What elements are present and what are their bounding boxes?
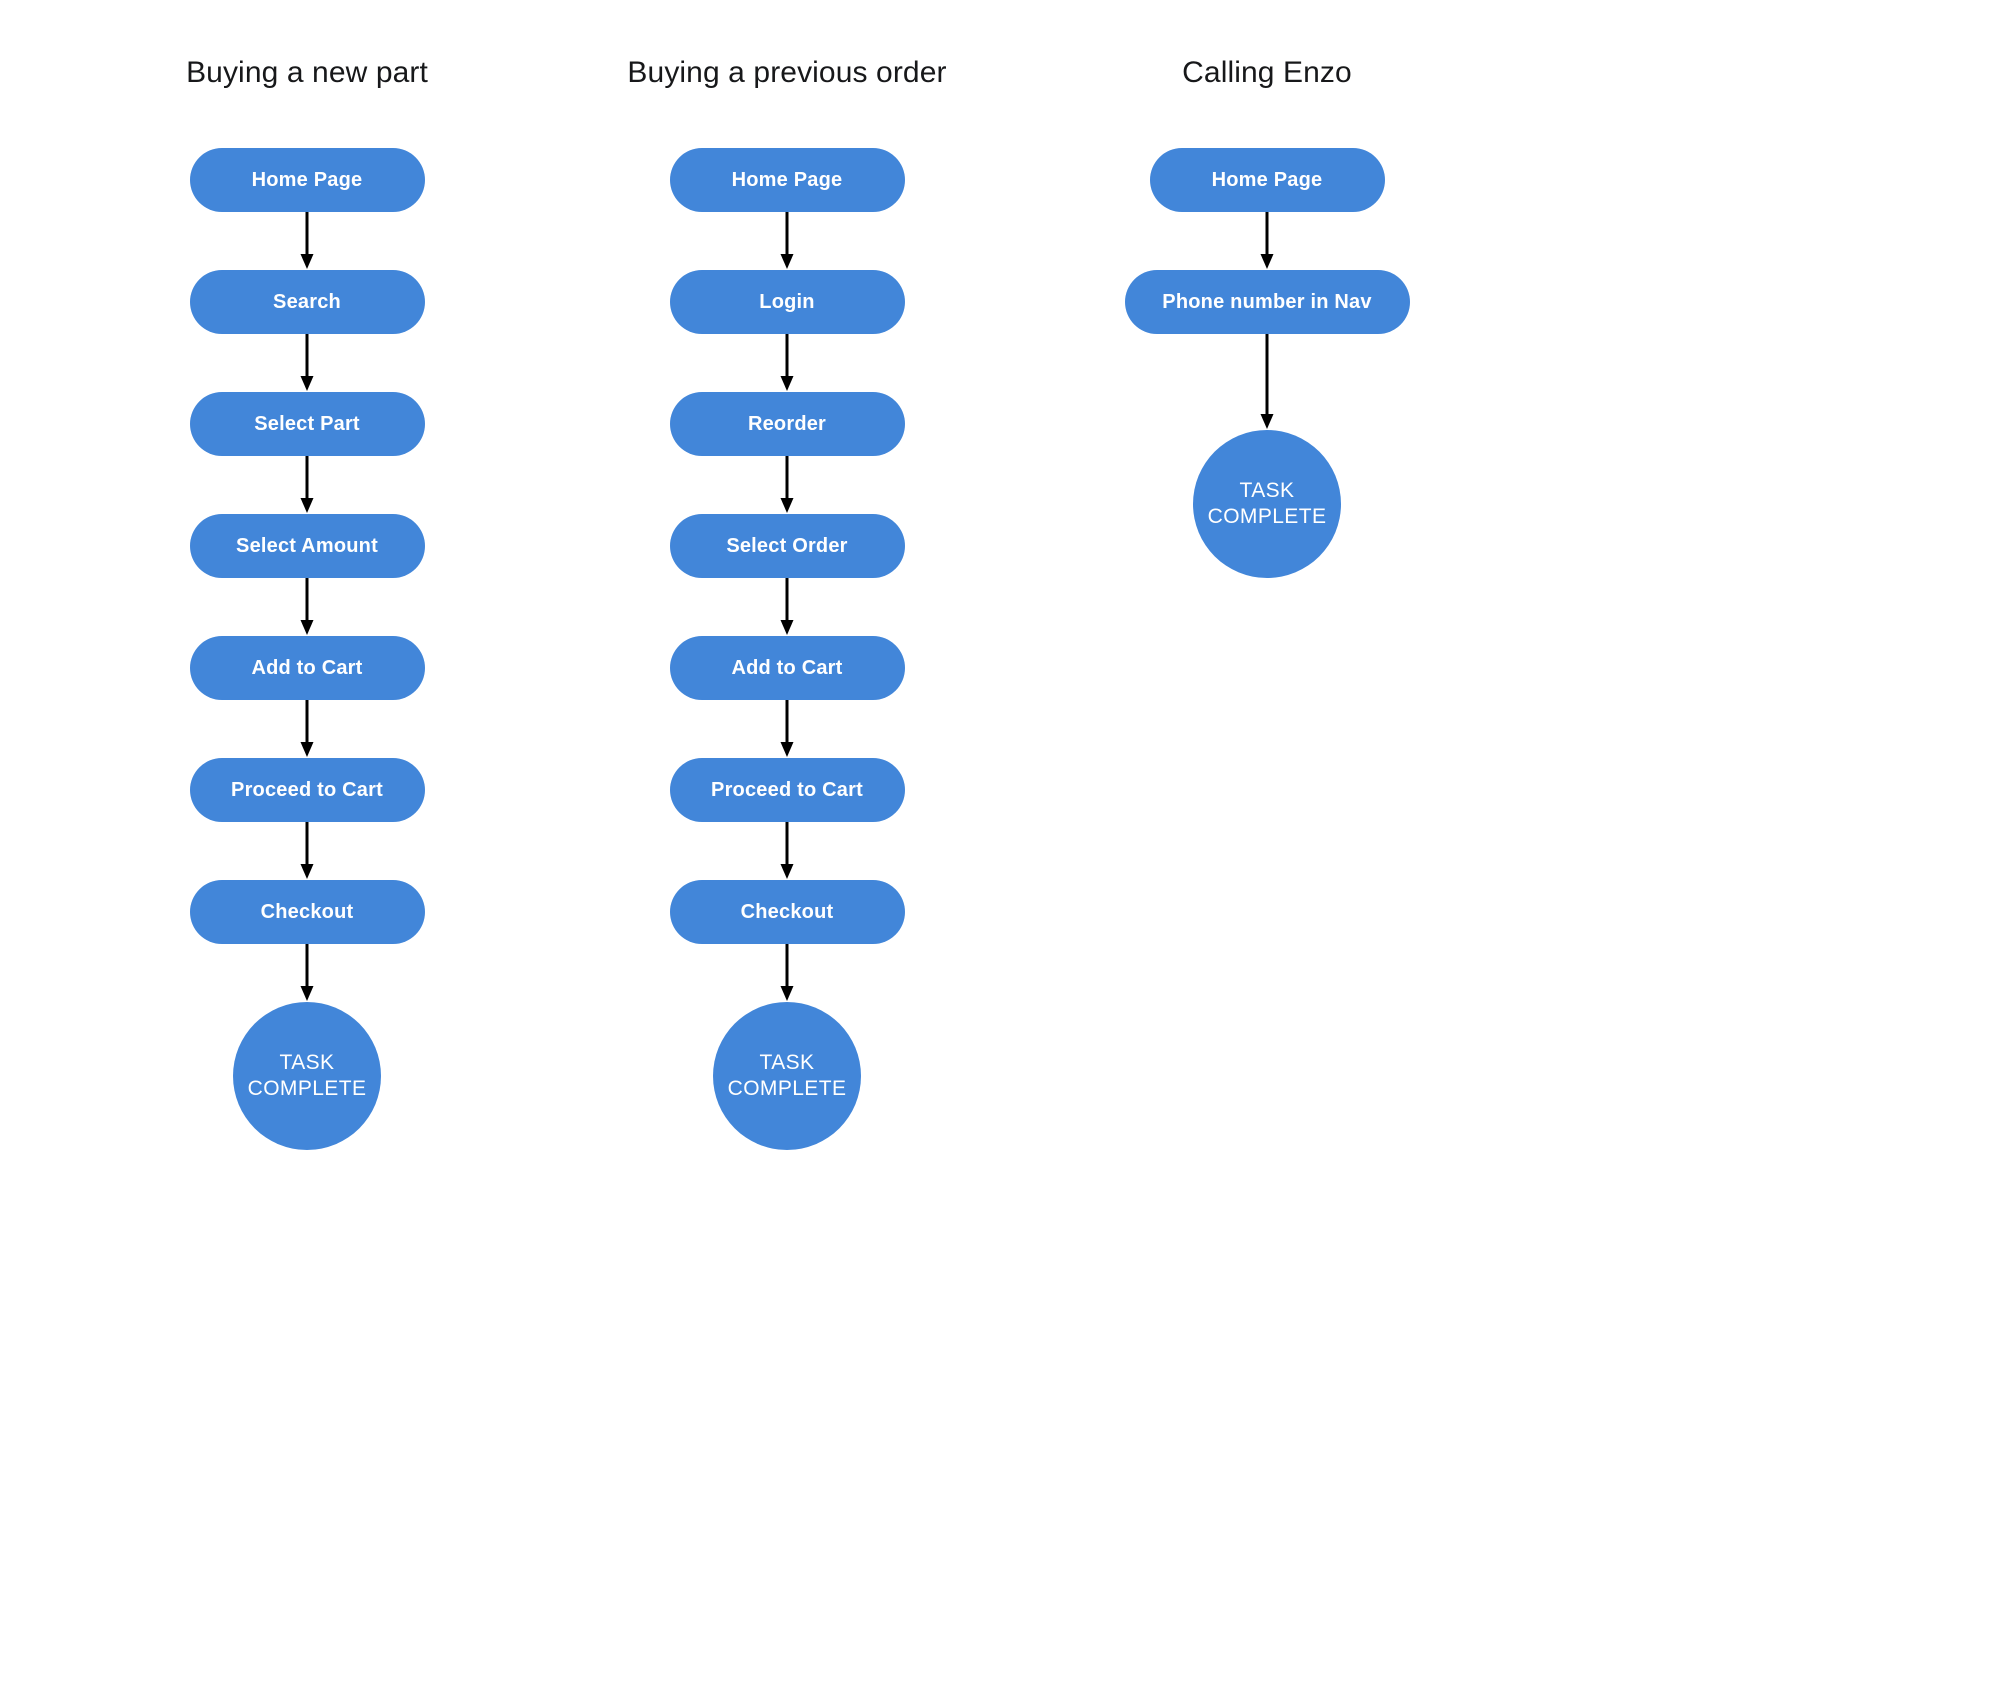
flow-node-task-complete[interactable]: TASK COMPLETE	[713, 1002, 861, 1150]
flow-arrow-icon	[777, 212, 797, 270]
flow-node-login[interactable]: Login	[669, 270, 905, 334]
task-complete-line-2: COMPLETE	[247, 1077, 367, 1100]
flow-node-proceed-to-cart[interactable]: Proceed to Cart	[189, 758, 425, 822]
flow-node-reorder[interactable]: Reorder	[669, 392, 905, 456]
flow-column-buying-a-new-part: Buying a new part Home Page Search Selec…	[47, 0, 567, 1700]
flow-arrow-icon	[297, 822, 317, 880]
column-heading-buying-a-previous-order: Buying a previous order	[627, 56, 947, 89]
flow-node-proceed-to-cart[interactable]: Proceed to Cart	[669, 758, 905, 822]
flow-node-add-to-cart[interactable]: Add to Cart	[189, 636, 425, 700]
flow-node-checkout[interactable]: Checkout	[189, 880, 425, 944]
flow-node-task-complete[interactable]: TASK COMPLETE	[233, 1002, 381, 1150]
flow-arrow-icon	[777, 456, 797, 514]
flow-arrow-icon	[297, 944, 317, 1002]
task-complete-line-2: COMPLETE	[1207, 505, 1327, 528]
flow-arrow-icon	[1257, 212, 1277, 270]
flow-steps-calling-enzo: Home Page Phone number in Nav TASK COMPL…	[1007, 148, 1527, 578]
task-complete-line-1: TASK	[1239, 478, 1295, 502]
flow-node-phone-number-in-nav[interactable]: Phone number in Nav	[1124, 270, 1410, 334]
column-heading-calling-enzo: Calling Enzo	[1182, 56, 1352, 89]
flow-column-buying-a-previous-order: Buying a previous order Home Page Login …	[527, 0, 1047, 1700]
flow-column-calling-enzo: Calling Enzo Home Page Phone number in N…	[1007, 0, 1527, 1700]
flow-node-search[interactable]: Search	[189, 270, 425, 334]
flow-node-checkout[interactable]: Checkout	[669, 880, 905, 944]
column-heading-buying-a-new-part: Buying a new part	[186, 56, 428, 89]
flow-node-select-order[interactable]: Select Order	[669, 514, 905, 578]
flow-steps-buying-a-previous-order: Home Page Login Reorder	[527, 148, 1047, 1150]
flow-arrow-icon	[297, 456, 317, 514]
flow-arrow-icon	[297, 578, 317, 636]
flow-arrow-icon	[297, 334, 317, 392]
flow-node-home-page[interactable]: Home Page	[669, 148, 905, 212]
flow-steps-buying-a-new-part: Home Page Search Select Part	[47, 148, 567, 1150]
flow-arrow-icon	[297, 700, 317, 758]
task-complete-line-1: TASK	[759, 1050, 815, 1074]
flow-arrow-icon	[297, 212, 317, 270]
flow-node-task-complete[interactable]: TASK COMPLETE	[1193, 430, 1341, 578]
flow-node-home-page[interactable]: Home Page	[1149, 148, 1385, 212]
flow-arrow-icon	[777, 578, 797, 636]
task-complete-line-2: COMPLETE	[727, 1077, 847, 1100]
task-complete-line-1: TASK	[279, 1050, 335, 1074]
flow-node-add-to-cart[interactable]: Add to Cart	[669, 636, 905, 700]
flow-arrow-icon	[777, 944, 797, 1002]
flow-node-select-amount[interactable]: Select Amount	[189, 514, 425, 578]
flow-arrow-icon	[777, 822, 797, 880]
flow-node-select-part[interactable]: Select Part	[189, 392, 425, 456]
flow-arrow-icon	[1257, 334, 1277, 430]
flow-arrow-icon	[777, 334, 797, 392]
flow-arrow-icon	[777, 700, 797, 758]
flow-node-home-page[interactable]: Home Page	[189, 148, 425, 212]
